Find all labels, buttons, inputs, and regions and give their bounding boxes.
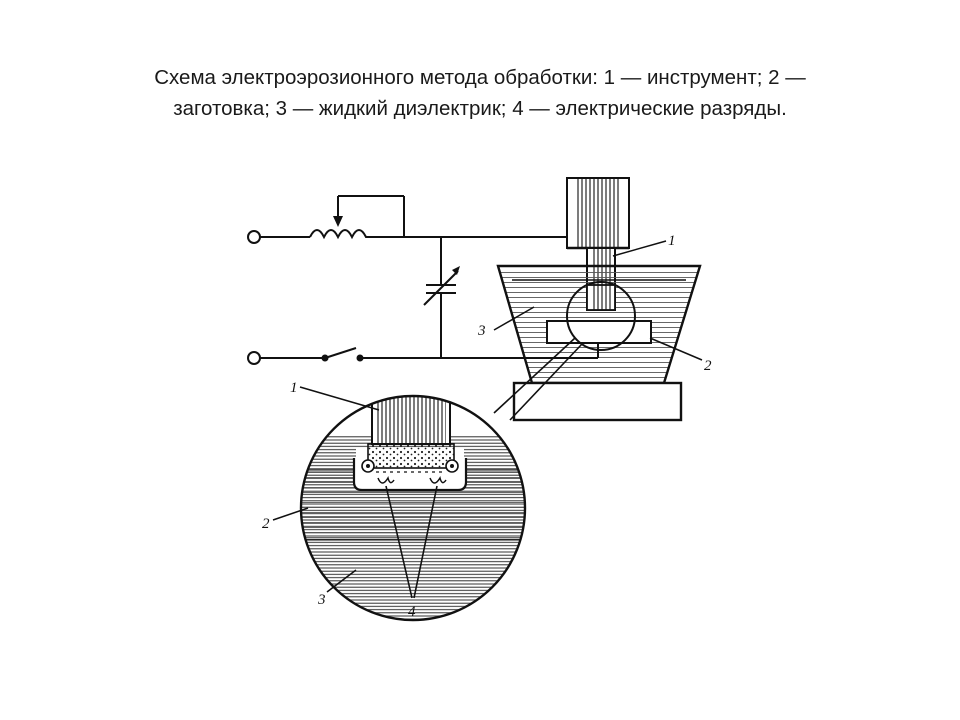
magnify-zone — [566, 281, 636, 351]
detail-view — [301, 396, 525, 620]
label-detail-workpiece: 2 — [262, 516, 270, 532]
lower-terminal — [247, 351, 261, 365]
tool-holder — [566, 177, 630, 250]
machine-table — [512, 381, 683, 422]
switch-blade — [324, 347, 357, 359]
caption-line-2: заготовка; 3 — жидкий диэлектрик; 4 — эл… — [173, 97, 787, 120]
label-main-workpiece: 2 — [704, 358, 712, 374]
detail-circle-outline — [299, 394, 527, 622]
workpiece-main — [498, 320, 652, 359]
figure-caption: Схема электроэрозионного метода обработк… — [60, 62, 900, 124]
caption-line-1: Схема электроэрозионного метода обработк… — [154, 66, 806, 89]
upper-terminal — [247, 230, 261, 244]
electric-circuit — [247, 195, 567, 365]
label-detail-dielectric: 3 — [317, 592, 326, 608]
label-main-dielectric: 3 — [477, 323, 486, 339]
label-detail-discharges: 4 — [408, 604, 416, 620]
label-main-tool: 1 — [668, 233, 676, 249]
inductor-icon — [309, 229, 376, 240]
label-detail-tool: 1 — [290, 380, 298, 396]
